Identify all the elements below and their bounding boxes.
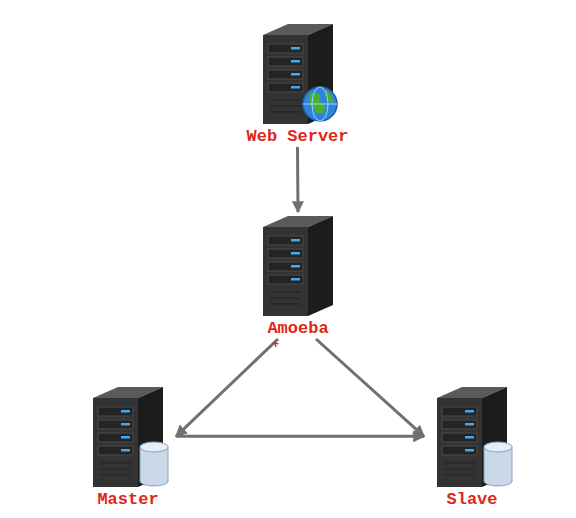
server-icon [88,383,168,488]
drive-light [121,410,130,413]
server-node: Master [80,383,176,510]
drive-light [465,436,474,439]
database-symbol [484,442,512,486]
drive-bay [98,433,133,442]
drive-bay [268,44,303,53]
vent-line [270,99,301,101]
vent-line [100,468,131,470]
vent-line [270,291,301,293]
node-label: Master [80,490,176,510]
drive-bay [442,420,477,429]
server-icon [432,383,512,488]
globe-symbol [303,87,337,121]
vent-line [444,474,475,476]
drive-light [291,60,300,63]
vent-line [270,111,301,113]
node-label: Web Server [240,127,355,147]
connector-arrow [176,435,424,438]
drive-light [291,86,300,89]
drive-bay [268,57,303,66]
server-front [93,398,138,487]
stray-mark: + [272,339,279,351]
drive-light [121,449,130,452]
database-symbol [140,442,168,486]
server-front [437,398,482,487]
vent-line [100,462,131,464]
vent-line [270,297,301,299]
vent-line [444,468,475,470]
drive-bay [98,420,133,429]
drive-light [121,436,130,439]
vent-line [444,462,475,464]
drive-bay [268,236,303,245]
vent-line [270,105,301,107]
drive-bay [442,407,477,416]
connector-arrow [176,339,278,436]
drive-bay [268,262,303,271]
drive-bay [268,249,303,258]
drive-bay [268,275,303,284]
drive-light [465,449,474,452]
drive-bay [442,446,477,455]
server-icon [258,20,338,125]
drive-light [291,278,300,281]
drive-light [121,423,130,426]
drive-bay [268,70,303,79]
server-icon [258,212,338,317]
server-node: Slave [424,383,520,510]
connector-arrow [296,147,300,212]
drive-light [465,423,474,426]
drive-bay [98,446,133,455]
node-label: Amoeba [248,319,348,339]
server-side [308,216,333,316]
vent-line [100,474,131,476]
drive-bay [268,83,303,92]
drive-light [291,73,300,76]
drive-bay [98,407,133,416]
vent-line [270,303,301,305]
drive-light [291,47,300,50]
drive-bay [442,433,477,442]
drive-light [291,252,300,255]
drive-light [291,265,300,268]
drive-light [465,410,474,413]
server-front [263,35,308,124]
server-node: Amoeba [248,212,348,339]
drive-light [291,239,300,242]
node-label: Slave [424,490,520,510]
connector-arrow [316,339,424,436]
server-node: Web Server [240,20,355,147]
server-front [263,227,308,316]
